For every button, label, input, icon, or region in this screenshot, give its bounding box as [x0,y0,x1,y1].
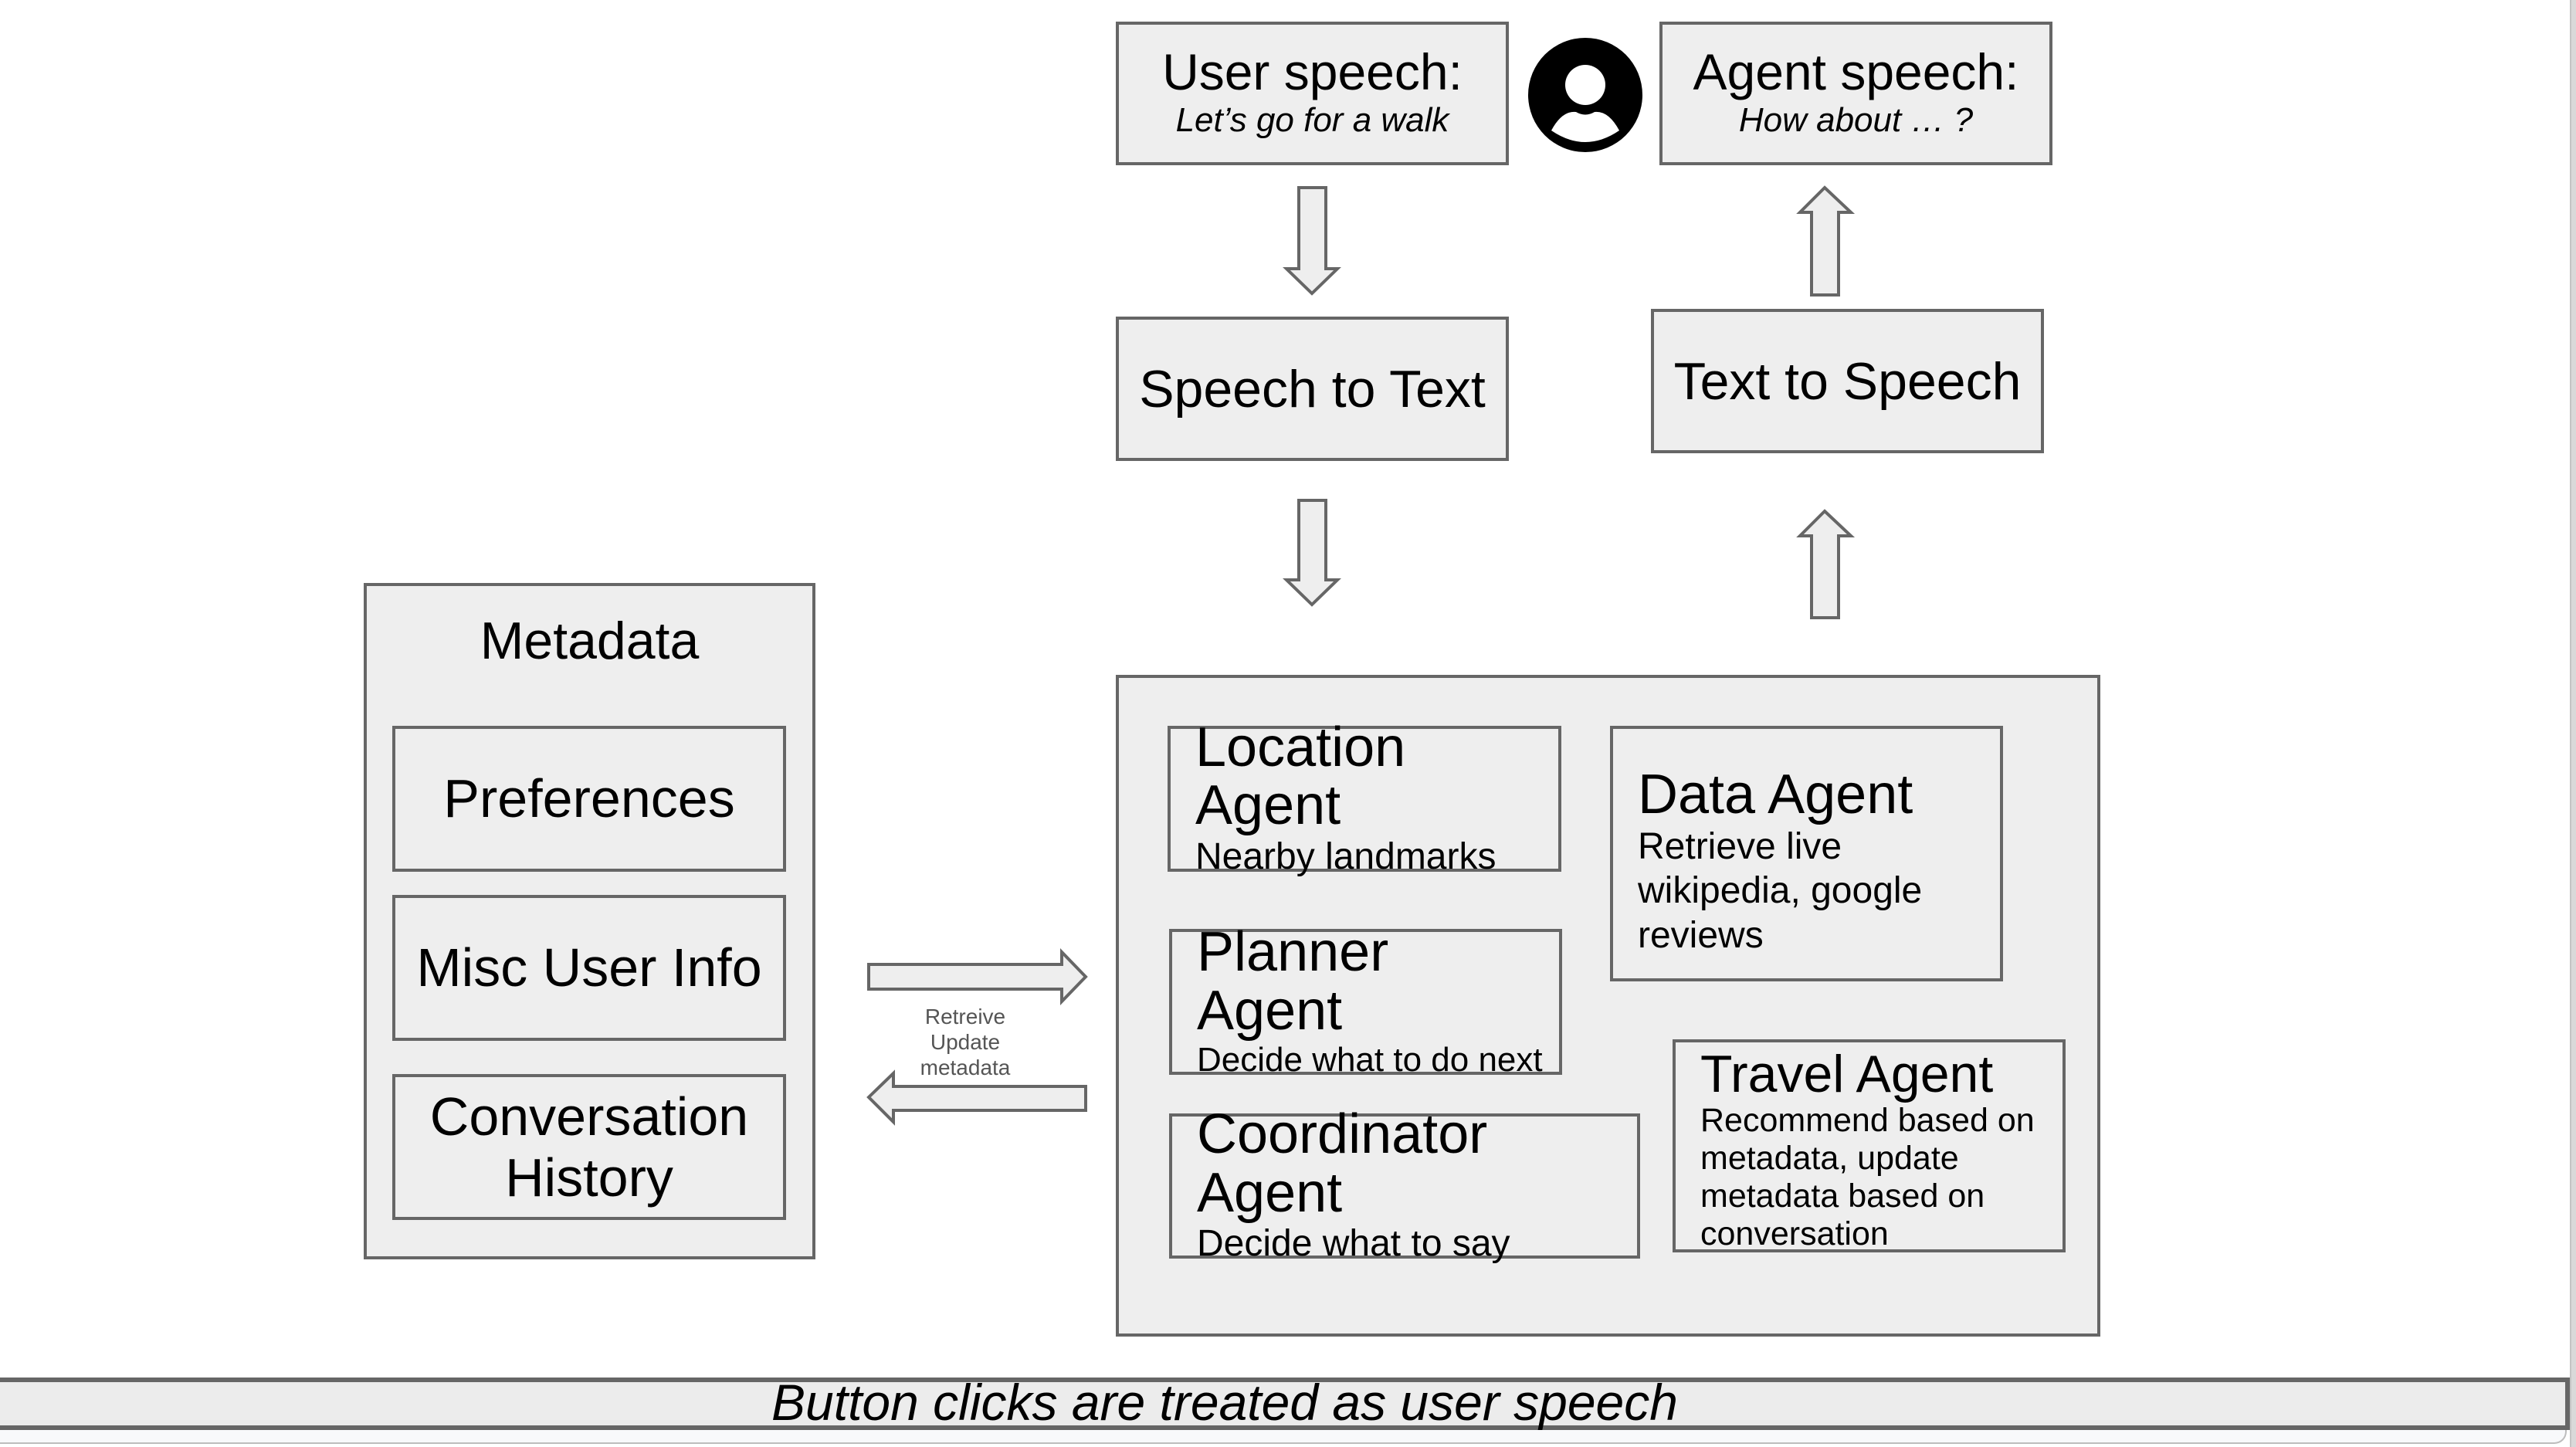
agent-title: Data Agent [1638,764,1913,825]
agent-description: Nearby landmarks [1195,835,1496,877]
footer-banner: Button clicks are treated as user speech [0,1374,2570,1431]
agent-description: Decide what to say [1197,1223,1510,1265]
metadata-item-label: Misc User Info [416,937,762,998]
agent-speech-example: How about … ? [1738,101,1974,140]
agent-description: Decide what to do next [1197,1041,1543,1079]
agent-speech-box: Agent speech: How about … ? [1659,22,2052,165]
text-to-speech-label: Text to Speech [1673,351,2022,411]
metadata-item-label: Conversation History [429,1086,749,1208]
agent-card-coordinator: Coordinator Agent Decide what to say [1169,1105,1640,1264]
metadata-item-label: Preferences [443,768,735,829]
metadata-title: Metadata [480,612,700,670]
metadata-link-label-line: Update [930,1030,1001,1055]
agent-card-planner: Planner Agent Decide what to do next [1169,923,1562,1079]
text-to-speech-box: Text to Speech [1651,309,2044,453]
user-speech-box: User speech: Let’s go for a walk [1116,22,1509,165]
agent-title: Coordinator Agent [1197,1103,1488,1224]
footer-note: Button clicks are treated as user speech [771,1374,1678,1431]
user-speech-example: Let’s go for a walk [1175,101,1449,140]
user-speech-title: User speech: [1162,42,1463,100]
agent-title: Planner Agent [1197,920,1389,1042]
metadata-link-label: Retreive Update metadata [919,1004,1012,1080]
agent-title: Location Agent [1195,716,1406,837]
metadata-link-label-line: Retreive [924,1005,1006,1028]
window-bottom-edge [0,1430,2567,1444]
agent-title: Travel Agent [1700,1045,1994,1103]
agent-card-travel: Travel Agent Recommend based on metadata… [1673,1039,2066,1252]
window-edge [2570,0,2576,1447]
agent-description: Recommend based on metadata, update meta… [1700,1102,2035,1253]
metadata-item-conversation-history: Conversation History [392,1074,786,1220]
metadata-item-preferences: Preferences [392,726,786,872]
agent-card-location: Location Agent Nearby landmarks [1168,718,1561,877]
agent-description: Retrieve live wikipedia, google reviews [1638,825,1923,956]
speech-to-text-box: Speech to Text [1116,317,1509,461]
agent-speech-title: Agent speech: [1693,42,2019,100]
speech-to-text-label: Speech to Text [1139,359,1486,419]
user-circle-icon [1528,38,1642,152]
metadata-link-label-line: metadata [920,1056,1011,1080]
metadata-item-misc-user-info: Misc User Info [392,895,786,1041]
agent-card-data: Data Agent Retrieve live wikipedia, goog… [1610,726,2003,981]
